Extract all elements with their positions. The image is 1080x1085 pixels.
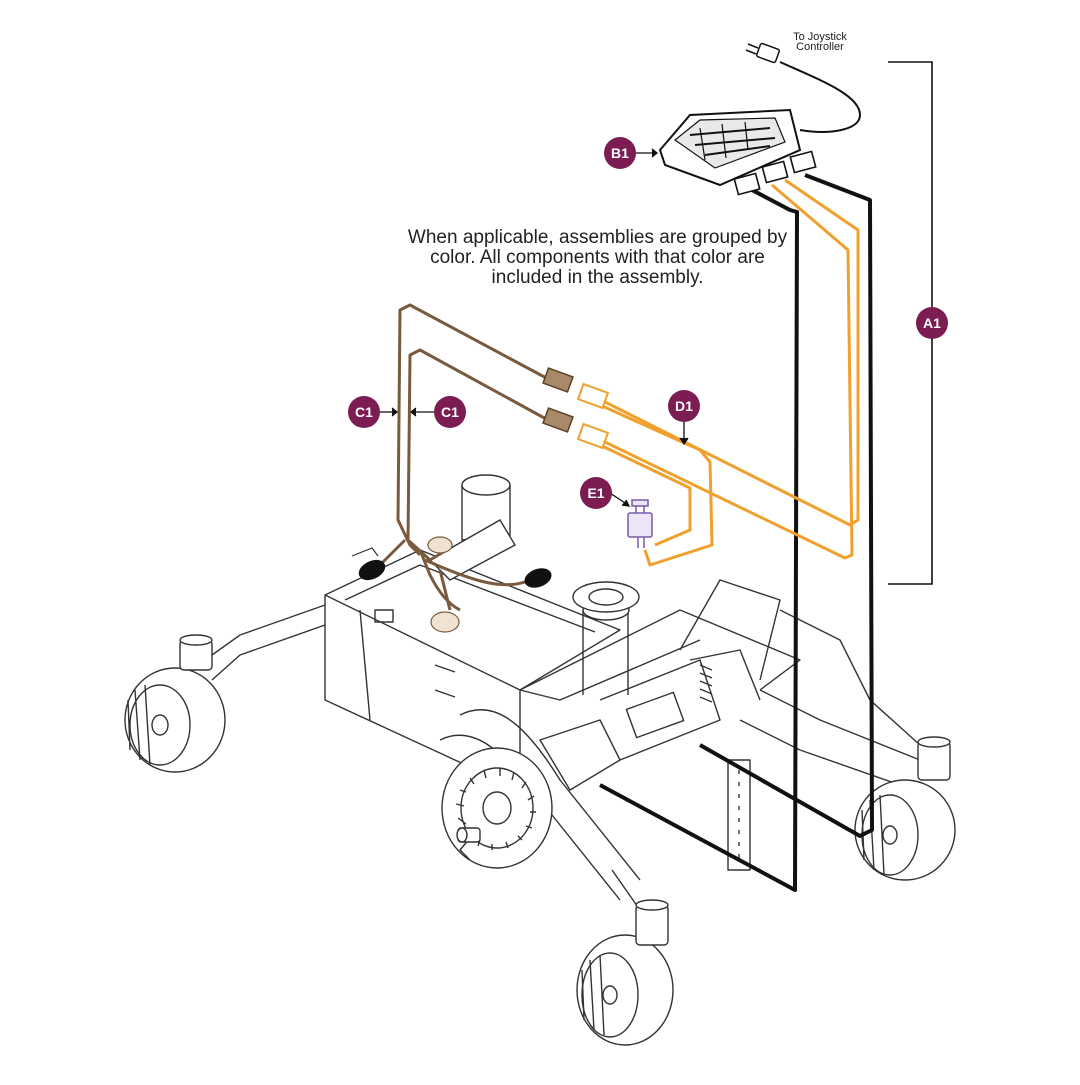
caster-wheel-front-right (854, 736, 956, 881)
assembly-color-note: When applicable, assemblies are grouped … (407, 227, 788, 288)
harness-c1-brown-cables (373, 303, 551, 612)
callout-leaders (380, 148, 689, 507)
wheelchair-base-frame (204, 549, 921, 921)
callout-badge-b1: B1 (604, 137, 636, 169)
harness-d1-orange-cables (599, 178, 860, 567)
orange-connector-upper (576, 382, 610, 410)
callout-label-e1: E1 (587, 485, 604, 501)
joystick-cable (745, 42, 862, 133)
callout-label-a1: A1 (923, 315, 941, 331)
callout-badge-d1: D1 (668, 390, 700, 422)
joystick-controller-label: To Joystick Controller (770, 31, 870, 53)
brown-connector-upper (542, 367, 574, 393)
callout-badge-e1: E1 (580, 477, 612, 509)
caster-wheel-back-left (124, 634, 226, 773)
orange-connector-lower (576, 422, 610, 450)
callout-badge-c1-right: C1 (434, 396, 466, 428)
callout-label-b1: B1 (611, 145, 629, 161)
caster-wheel-front-left (576, 899, 674, 1046)
controller-plug-left (733, 172, 761, 196)
controller-plug-right (789, 150, 817, 174)
callout-label-c1-left: C1 (355, 404, 373, 420)
battery-terminal-boot-light-icon (427, 536, 460, 633)
battery-terminal-boot-left-icon (351, 547, 386, 581)
callout-label-d1: D1 (675, 398, 693, 414)
callout-badge-a1: A1 (916, 307, 948, 339)
drive-axle-hub (456, 827, 481, 843)
controller-plug-middle (761, 160, 789, 184)
callout-badge-c1-left: C1 (348, 396, 380, 428)
controller-module (658, 108, 802, 187)
seat-mount-tube (428, 474, 516, 581)
harness-a1-black-cables (599, 173, 874, 892)
brown-connector-lower (542, 407, 574, 433)
joystick-connector-icon (745, 42, 780, 64)
battery-terminal-boot-right-icon (524, 568, 552, 588)
joystick-label-line2: Controller (796, 41, 844, 53)
component-e1-module (627, 499, 653, 548)
joystick-label-line1: To Joystick (793, 31, 847, 43)
callout-label-c1-right: C1 (441, 404, 459, 420)
